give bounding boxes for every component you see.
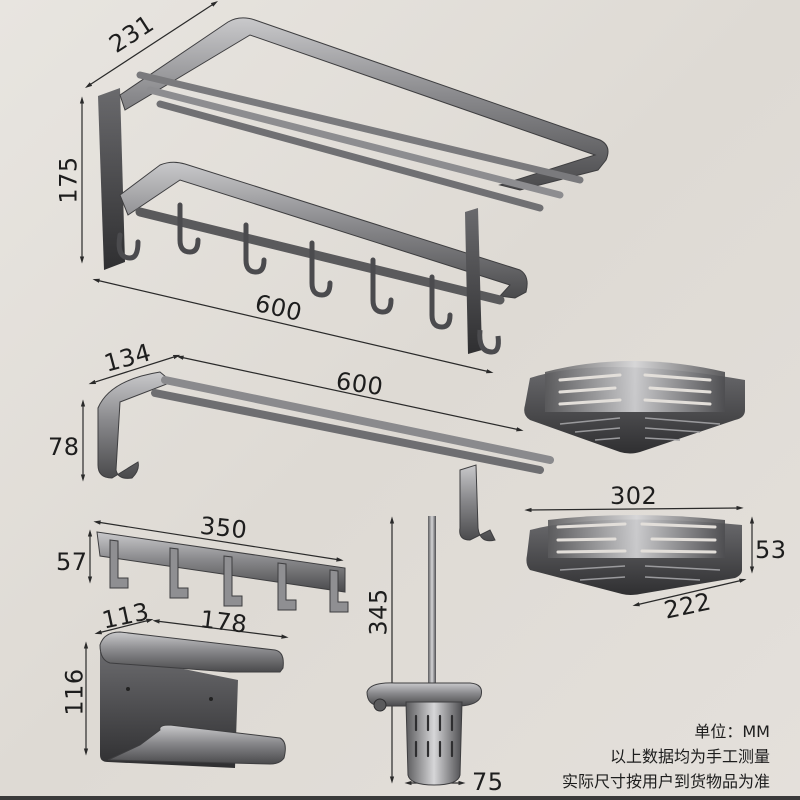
hook-rail-width-label: 350 [198,511,249,545]
toilet-brush-diameter-label: 75 [472,768,504,796]
toilet-brush-height-label: 345 [364,588,393,636]
corner-basket-width-label: 302 [610,482,658,510]
corner-basket-bottom-illustration [524,505,755,607]
paper-holder-width-label: 178 [198,605,249,639]
towel-bar-height-label: 78 [48,433,80,461]
corner-basket-top-illustration [524,361,745,454]
towel-shelf-height-label: 175 [54,156,83,204]
unit-label: 单位：MM [694,722,770,741]
measurement-note: 以上数据均为手工测量 [609,747,770,766]
actual-size-note: 实际尺寸按用户到货物品为准 [561,772,770,791]
paper-holder-height-label: 116 [60,668,89,716]
hook-rail-height-label: 57 [56,548,88,576]
towel-bar-width-label: 600 [334,366,386,402]
bottom-border [0,796,800,800]
hook-rail-illustration [87,520,349,613]
toilet-brush-illustration [366,516,482,786]
towel-shelf-illustration [79,1,609,374]
paper-holder-illustration [83,618,289,768]
corner-basket-height-label: 53 [755,536,787,564]
towel-bar-illustration [80,354,554,542]
